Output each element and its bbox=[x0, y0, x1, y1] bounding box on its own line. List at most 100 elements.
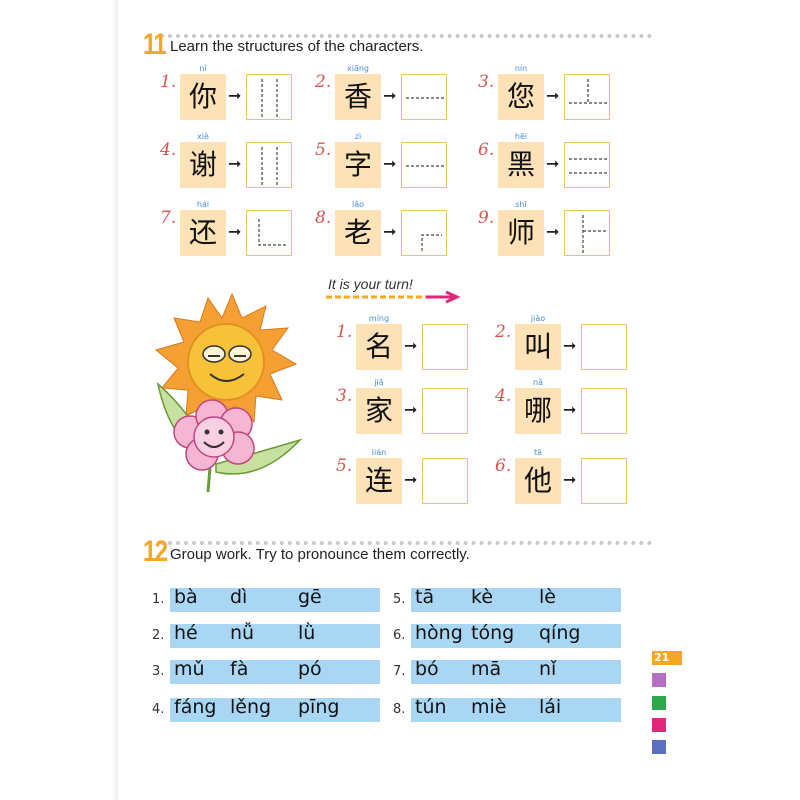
structure-diagram bbox=[421, 234, 442, 251]
answer-box[interactable] bbox=[422, 324, 468, 370]
your-turn-arrow-icon bbox=[326, 291, 461, 304]
item-number: 6. bbox=[495, 456, 512, 476]
arrow-right-icon: ➞ bbox=[404, 336, 418, 355]
item-character: 香 bbox=[335, 74, 381, 120]
item-character: 你 bbox=[180, 74, 226, 120]
answer-box bbox=[564, 210, 610, 256]
arrow-right-icon: ➞ bbox=[404, 400, 418, 419]
item-pinyin: nín bbox=[514, 64, 528, 73]
page-number: 21 bbox=[652, 651, 682, 665]
row-number: 1. bbox=[152, 592, 165, 607]
item-number: 5. bbox=[315, 140, 332, 160]
pinyin-syllable: hòng bbox=[415, 622, 463, 644]
pinyin-syllable: lái bbox=[539, 696, 562, 718]
arrow-right-icon: ➞ bbox=[383, 222, 397, 241]
item-character: 老 bbox=[335, 210, 381, 256]
highlight-bar bbox=[170, 660, 380, 684]
flower-icon bbox=[156, 381, 303, 493]
item-character: 谢 bbox=[180, 142, 226, 188]
answer-box bbox=[246, 142, 292, 188]
row-number: 5. bbox=[393, 592, 406, 607]
answer-box bbox=[401, 142, 447, 188]
item-character: 您 bbox=[498, 74, 544, 120]
answer-box[interactable] bbox=[422, 388, 468, 434]
item-pinyin: tā bbox=[533, 448, 543, 457]
answer-box[interactable] bbox=[581, 458, 627, 504]
item-number: 3. bbox=[478, 72, 495, 92]
arrow-right-icon: ➞ bbox=[404, 470, 418, 489]
row-number: 4. bbox=[152, 702, 165, 717]
pinyin-syllable: nǐ bbox=[539, 658, 557, 680]
section-11-title: Learn the structures of the characters. bbox=[170, 38, 424, 55]
item-character: 师 bbox=[498, 210, 544, 256]
item-pinyin: zì bbox=[354, 132, 362, 141]
item-number: 4. bbox=[160, 140, 177, 160]
color-tab-purple bbox=[652, 673, 666, 687]
structure-diagram bbox=[569, 79, 607, 104]
structure-diagram bbox=[261, 147, 278, 185]
answer-box bbox=[246, 74, 292, 120]
pinyin-syllable: tóng bbox=[471, 622, 515, 644]
row-number: 3. bbox=[152, 664, 165, 679]
item-pinyin: nǎ bbox=[533, 378, 543, 387]
structure-diagram bbox=[261, 79, 278, 117]
item-number: 4. bbox=[495, 386, 512, 406]
item-number: 3. bbox=[336, 386, 353, 406]
pinyin-syllable: bó bbox=[415, 658, 439, 680]
sun-icon bbox=[154, 292, 298, 432]
your-turn-label: It is your turn! bbox=[328, 276, 413, 292]
arrow-right-icon: ➞ bbox=[563, 400, 577, 419]
pinyin-syllable: fà bbox=[230, 658, 249, 680]
answer-box[interactable] bbox=[581, 324, 627, 370]
item-number: 5. bbox=[336, 456, 353, 476]
structure-diagram bbox=[406, 97, 444, 99]
color-tab-pink bbox=[652, 718, 666, 732]
pinyin-syllable: mā bbox=[471, 658, 502, 680]
item-number: 2. bbox=[315, 72, 332, 92]
pinyin-syllable: lěng bbox=[230, 696, 272, 718]
section-12-dots bbox=[160, 541, 652, 545]
arrow-right-icon: ➞ bbox=[228, 86, 242, 105]
arrow-right-icon: ➞ bbox=[546, 154, 560, 173]
arrow-right-icon: ➞ bbox=[383, 154, 397, 173]
section-12-title: Group work. Try to pronounce them correc… bbox=[170, 546, 470, 563]
answer-box[interactable] bbox=[581, 388, 627, 434]
pinyin-syllable: fáng bbox=[174, 696, 217, 718]
item-character: 连 bbox=[356, 458, 402, 504]
structure-diagram bbox=[582, 215, 607, 253]
arrow-right-icon: ➞ bbox=[383, 86, 397, 105]
answer-box bbox=[564, 142, 610, 188]
highlight-bar bbox=[170, 588, 380, 612]
item-pinyin: hái bbox=[196, 200, 210, 209]
item-character: 叫 bbox=[515, 324, 561, 370]
answer-box[interactable] bbox=[422, 458, 468, 504]
pinyin-syllable: pīng bbox=[298, 696, 340, 718]
item-character: 黑 bbox=[498, 142, 544, 188]
pinyin-syllable: nǚ bbox=[230, 622, 255, 644]
highlight-bar bbox=[170, 698, 380, 722]
structure-diagram bbox=[258, 219, 287, 246]
pinyin-syllable: tún bbox=[415, 696, 447, 718]
answer-box bbox=[401, 210, 447, 256]
item-character: 还 bbox=[180, 210, 226, 256]
answer-box bbox=[564, 74, 610, 120]
item-number: 1. bbox=[336, 322, 353, 342]
item-number: 6. bbox=[478, 140, 495, 160]
pinyin-syllable: bà bbox=[174, 586, 198, 608]
pinyin-syllable: kè bbox=[471, 586, 494, 608]
pinyin-syllable: gē bbox=[298, 586, 322, 608]
section-11-dots bbox=[160, 34, 652, 38]
section-11-number: 11 bbox=[143, 28, 167, 61]
pinyin-syllable: dì bbox=[230, 586, 248, 608]
arrow-right-icon: ➞ bbox=[563, 336, 577, 355]
highlight-bar bbox=[411, 698, 621, 722]
color-tab-blue bbox=[652, 740, 666, 754]
pinyin-syllable: tā bbox=[415, 586, 435, 608]
